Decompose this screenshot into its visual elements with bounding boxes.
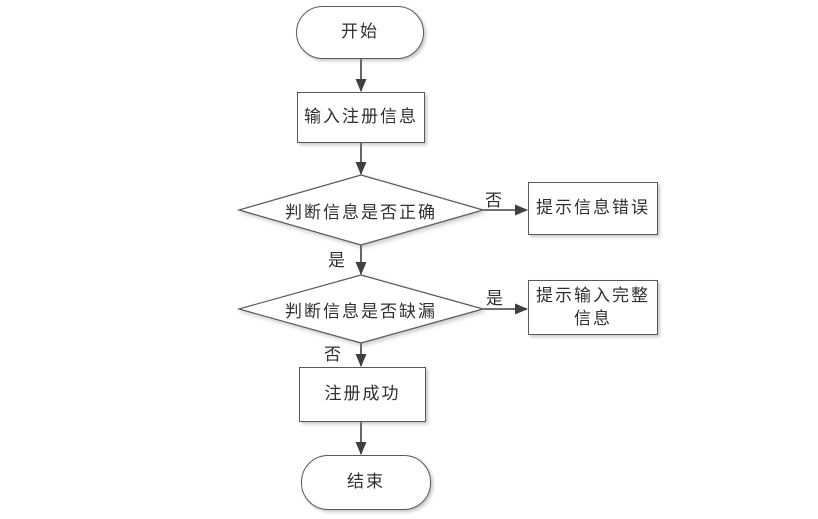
complete-prompt-node-label: 提示输入完整信息	[536, 285, 650, 328]
edge-label-missing-yes: 是	[486, 289, 503, 308]
edge-label-missing-no: 否	[324, 345, 341, 364]
end-node-label: 结束	[347, 472, 385, 492]
error-prompt-node-label: 提示信息错误	[536, 198, 650, 218]
end-node: 结束	[301, 455, 431, 510]
register-success-node-label: 注册成功	[324, 384, 401, 404]
error-prompt-node: 提示信息错误	[528, 182, 658, 235]
decision-correct-diamond	[236, 174, 486, 246]
edge-label-correct-no: 否	[485, 191, 502, 210]
start-node-label: 开始	[341, 22, 379, 42]
input-info-node: 输入注册信息	[297, 92, 425, 143]
decision-missing-diamond	[236, 274, 486, 344]
complete-prompt-node: 提示输入完整信息	[528, 280, 658, 335]
register-success-node: 注册成功	[299, 367, 426, 422]
input-info-node-label: 输入注册信息	[304, 107, 418, 127]
edge-label-correct-yes: 是	[328, 251, 345, 270]
start-node: 开始	[296, 6, 424, 59]
